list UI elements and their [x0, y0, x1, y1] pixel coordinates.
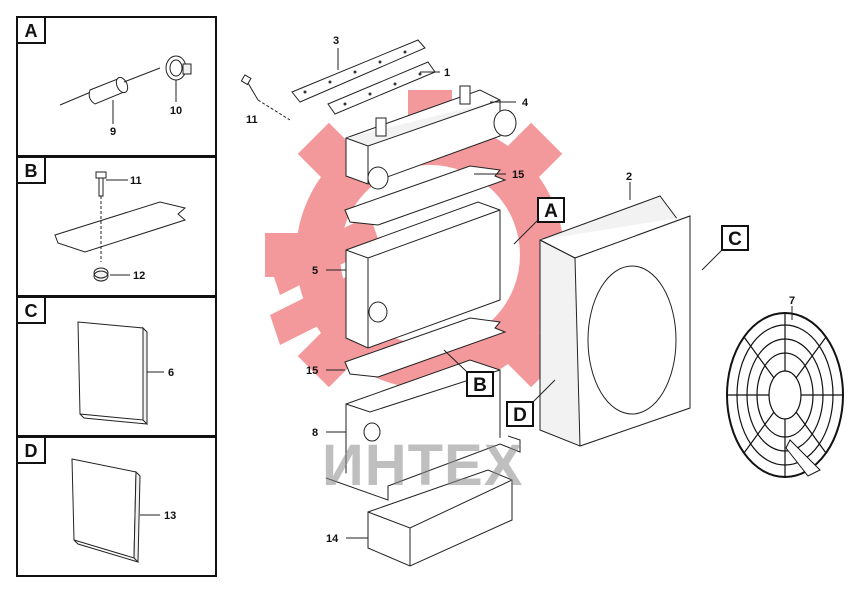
nut-illustration: [93, 267, 109, 282]
detail-panel-d: D 13: [16, 436, 217, 577]
panel-c-letter: C: [25, 301, 38, 321]
label-14: 14: [326, 533, 339, 545]
bolt-11: 11: [240, 74, 291, 126]
label-15-upper: 15: [512, 169, 524, 181]
label-3: 3: [333, 35, 339, 47]
hose-illustration: [59, 67, 161, 106]
label-15-lower: 15: [306, 365, 318, 377]
gasket-15-upper: 15: [344, 165, 524, 226]
label-9: 9: [110, 126, 116, 138]
callout-b[interactable]: B: [443, 349, 494, 397]
hose-clamp-illustration: [165, 55, 192, 81]
fan-guard-7: 7: [726, 295, 844, 478]
panel-b-letter: B: [25, 161, 38, 181]
detail-panel-a: A 9 10: [16, 16, 217, 157]
radiator-core-5: 5: [312, 201, 501, 349]
svg-text:D: D: [513, 405, 527, 426]
shroud-2: 2: [539, 171, 691, 447]
label-7: 7: [789, 295, 795, 307]
svg-text:A: A: [544, 201, 558, 222]
callout-d[interactable]: D: [506, 379, 556, 427]
foam-pad-illustration: [77, 321, 144, 421]
detail-panel-b: B 11 12: [16, 156, 217, 297]
gasket-15-lower: 15: [306, 317, 507, 378]
gasket-illustration: [54, 201, 187, 253]
label-8: 8: [312, 427, 318, 439]
callout-c[interactable]: C: [701, 225, 749, 271]
label-10: 10: [170, 105, 182, 117]
callout-a[interactable]: A: [513, 197, 565, 245]
label-4: 4: [522, 97, 529, 109]
top-tank-4: 4: [345, 85, 529, 190]
label-11-detail: 11: [130, 175, 142, 187]
watermark-text: ИНТЕХ: [322, 433, 523, 498]
svg-text:B: B: [473, 375, 487, 396]
top-brackets: 3 1: [291, 35, 450, 115]
svg-text:C: C: [728, 229, 742, 250]
panel-d-letter: D: [25, 441, 38, 461]
label-12: 12: [133, 270, 145, 282]
pad-14: 14: [326, 469, 513, 567]
detail-panel-c: C 6: [16, 296, 217, 437]
panel-a-letter: A: [25, 21, 38, 41]
label-1: 1: [444, 67, 450, 79]
bottom-tank-8: 8: [312, 359, 521, 501]
label-2: 2: [626, 171, 632, 183]
label-13: 13: [164, 510, 176, 522]
label-5: 5: [312, 265, 318, 277]
label-6: 6: [168, 367, 174, 379]
label-11: 11: [246, 114, 258, 126]
